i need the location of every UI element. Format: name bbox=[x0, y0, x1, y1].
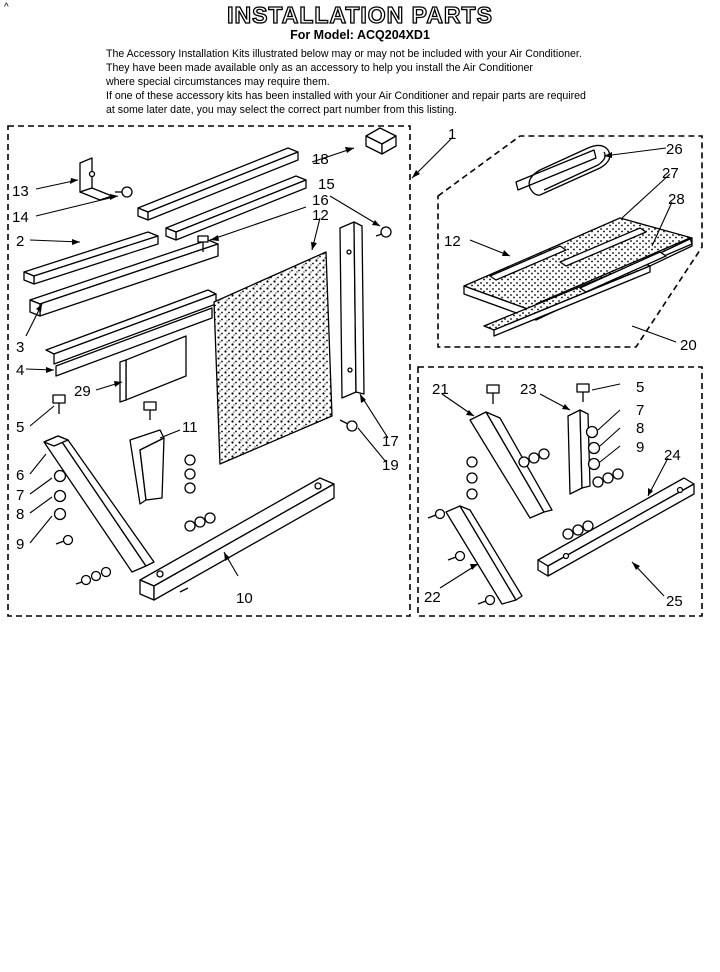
bracket-part-21 bbox=[469, 411, 553, 519]
callout-27: 27 bbox=[662, 165, 679, 182]
nut-row-mid bbox=[466, 448, 594, 540]
screw-left-bottom bbox=[55, 534, 74, 546]
channel-part-17 bbox=[339, 221, 365, 399]
rail-part-24 bbox=[537, 477, 695, 577]
rail-part-10 bbox=[139, 477, 335, 601]
intro-line-4: If one of these accessory kits has been … bbox=[106, 90, 586, 102]
callout-2: 2 bbox=[16, 233, 24, 250]
channel-part-4 bbox=[45, 289, 217, 377]
leader-arrows bbox=[36, 147, 653, 570]
callout-3: 3 bbox=[16, 339, 24, 356]
mesh-panel-part-12 bbox=[213, 251, 333, 465]
callout-21: 21 bbox=[432, 381, 449, 398]
channel-part-3 bbox=[29, 239, 219, 317]
bracket-kit-box bbox=[417, 366, 703, 617]
nut-row-left bbox=[75, 566, 112, 586]
nut-part-9-left bbox=[53, 507, 67, 521]
callout-5-right: 5 bbox=[636, 379, 644, 396]
rail-part-2 bbox=[23, 231, 159, 285]
gasket-part-26 bbox=[515, 144, 611, 196]
bracket-part-11 bbox=[129, 429, 165, 505]
page-title: INSTALLATION PARTS bbox=[226, 1, 493, 28]
callout-28: 28 bbox=[668, 191, 685, 208]
callout-9-right: 9 bbox=[636, 439, 644, 456]
leg-part-22 bbox=[445, 505, 523, 605]
callout-10: 10 bbox=[236, 590, 253, 607]
model-line: For Model: ACQ204XD1 bbox=[290, 28, 430, 42]
screws-part-22 bbox=[427, 508, 496, 606]
callout-11: 11 bbox=[182, 419, 198, 436]
screw-part-14 bbox=[115, 186, 133, 198]
callout-12: 12 bbox=[312, 207, 329, 224]
washer-part-8-right bbox=[587, 441, 601, 455]
nut-part-9-right bbox=[587, 457, 601, 471]
callout-7: 7 bbox=[16, 487, 24, 504]
bracket-part-23 bbox=[567, 409, 591, 495]
callout-4: 4 bbox=[16, 362, 24, 379]
leg-part-6 bbox=[43, 435, 155, 573]
screw-part-19 bbox=[339, 419, 358, 432]
hardware-part-11 bbox=[184, 454, 216, 532]
callout-9: 9 bbox=[16, 536, 24, 553]
rail-top-2 bbox=[165, 175, 307, 241]
callout-20: 20 bbox=[680, 337, 697, 354]
callout-12-filter: 12 bbox=[444, 233, 461, 250]
nut-row-right bbox=[592, 468, 624, 488]
callout-25: 25 bbox=[666, 593, 683, 610]
intro-line-3: where special circumstances may require … bbox=[106, 76, 330, 88]
bracket-part-13 bbox=[79, 157, 113, 201]
screw-part-16 bbox=[197, 235, 209, 252]
washer-part-7-right bbox=[585, 425, 599, 439]
callout-14: 14 bbox=[12, 209, 29, 226]
block-part-18 bbox=[365, 127, 397, 155]
filter-kit-box bbox=[437, 135, 703, 348]
intro-line-2: They have been made available only as an… bbox=[106, 62, 533, 74]
callout-6: 6 bbox=[16, 467, 24, 484]
callout-13: 13 bbox=[12, 183, 29, 200]
callout-18: 18 bbox=[312, 151, 329, 168]
callout-16: 16 bbox=[312, 192, 329, 209]
intro-line-5: at some later date, you may select the c… bbox=[106, 104, 457, 116]
screw-part-15 bbox=[375, 226, 392, 238]
callout-15: 15 bbox=[318, 176, 335, 193]
panel-part-29 bbox=[119, 335, 187, 403]
callout-24: 24 bbox=[664, 447, 681, 464]
screw-part-5-left bbox=[52, 394, 66, 414]
callout-8: 8 bbox=[16, 506, 24, 523]
callout-23: 23 bbox=[520, 381, 537, 398]
screw-part-5-right bbox=[576, 383, 590, 402]
callout-1: 1 bbox=[448, 126, 456, 143]
callout-22: 22 bbox=[424, 589, 441, 606]
callout-7-right: 7 bbox=[636, 402, 644, 419]
screw-part-21 bbox=[486, 384, 500, 404]
screw-part-11 bbox=[143, 401, 157, 420]
intro-line-1: The Accessory Installation Kits illustra… bbox=[106, 48, 582, 60]
callout-26: 26 bbox=[666, 141, 683, 158]
callout-5: 5 bbox=[16, 419, 24, 436]
intro-text: The Accessory Installation Kits illustra… bbox=[106, 47, 696, 117]
washer-part-8-left bbox=[53, 489, 67, 503]
rail-top bbox=[137, 147, 299, 221]
callout-8-right: 8 bbox=[636, 420, 644, 437]
callout-19: 19 bbox=[382, 457, 399, 474]
callout-29: 29 bbox=[74, 383, 91, 400]
caret-mark: ^ bbox=[4, 2, 9, 13]
main-kit-box bbox=[7, 125, 411, 617]
washer-part-7-left bbox=[53, 469, 67, 483]
callout-17: 17 bbox=[382, 433, 399, 450]
filter-strip bbox=[489, 227, 667, 293]
